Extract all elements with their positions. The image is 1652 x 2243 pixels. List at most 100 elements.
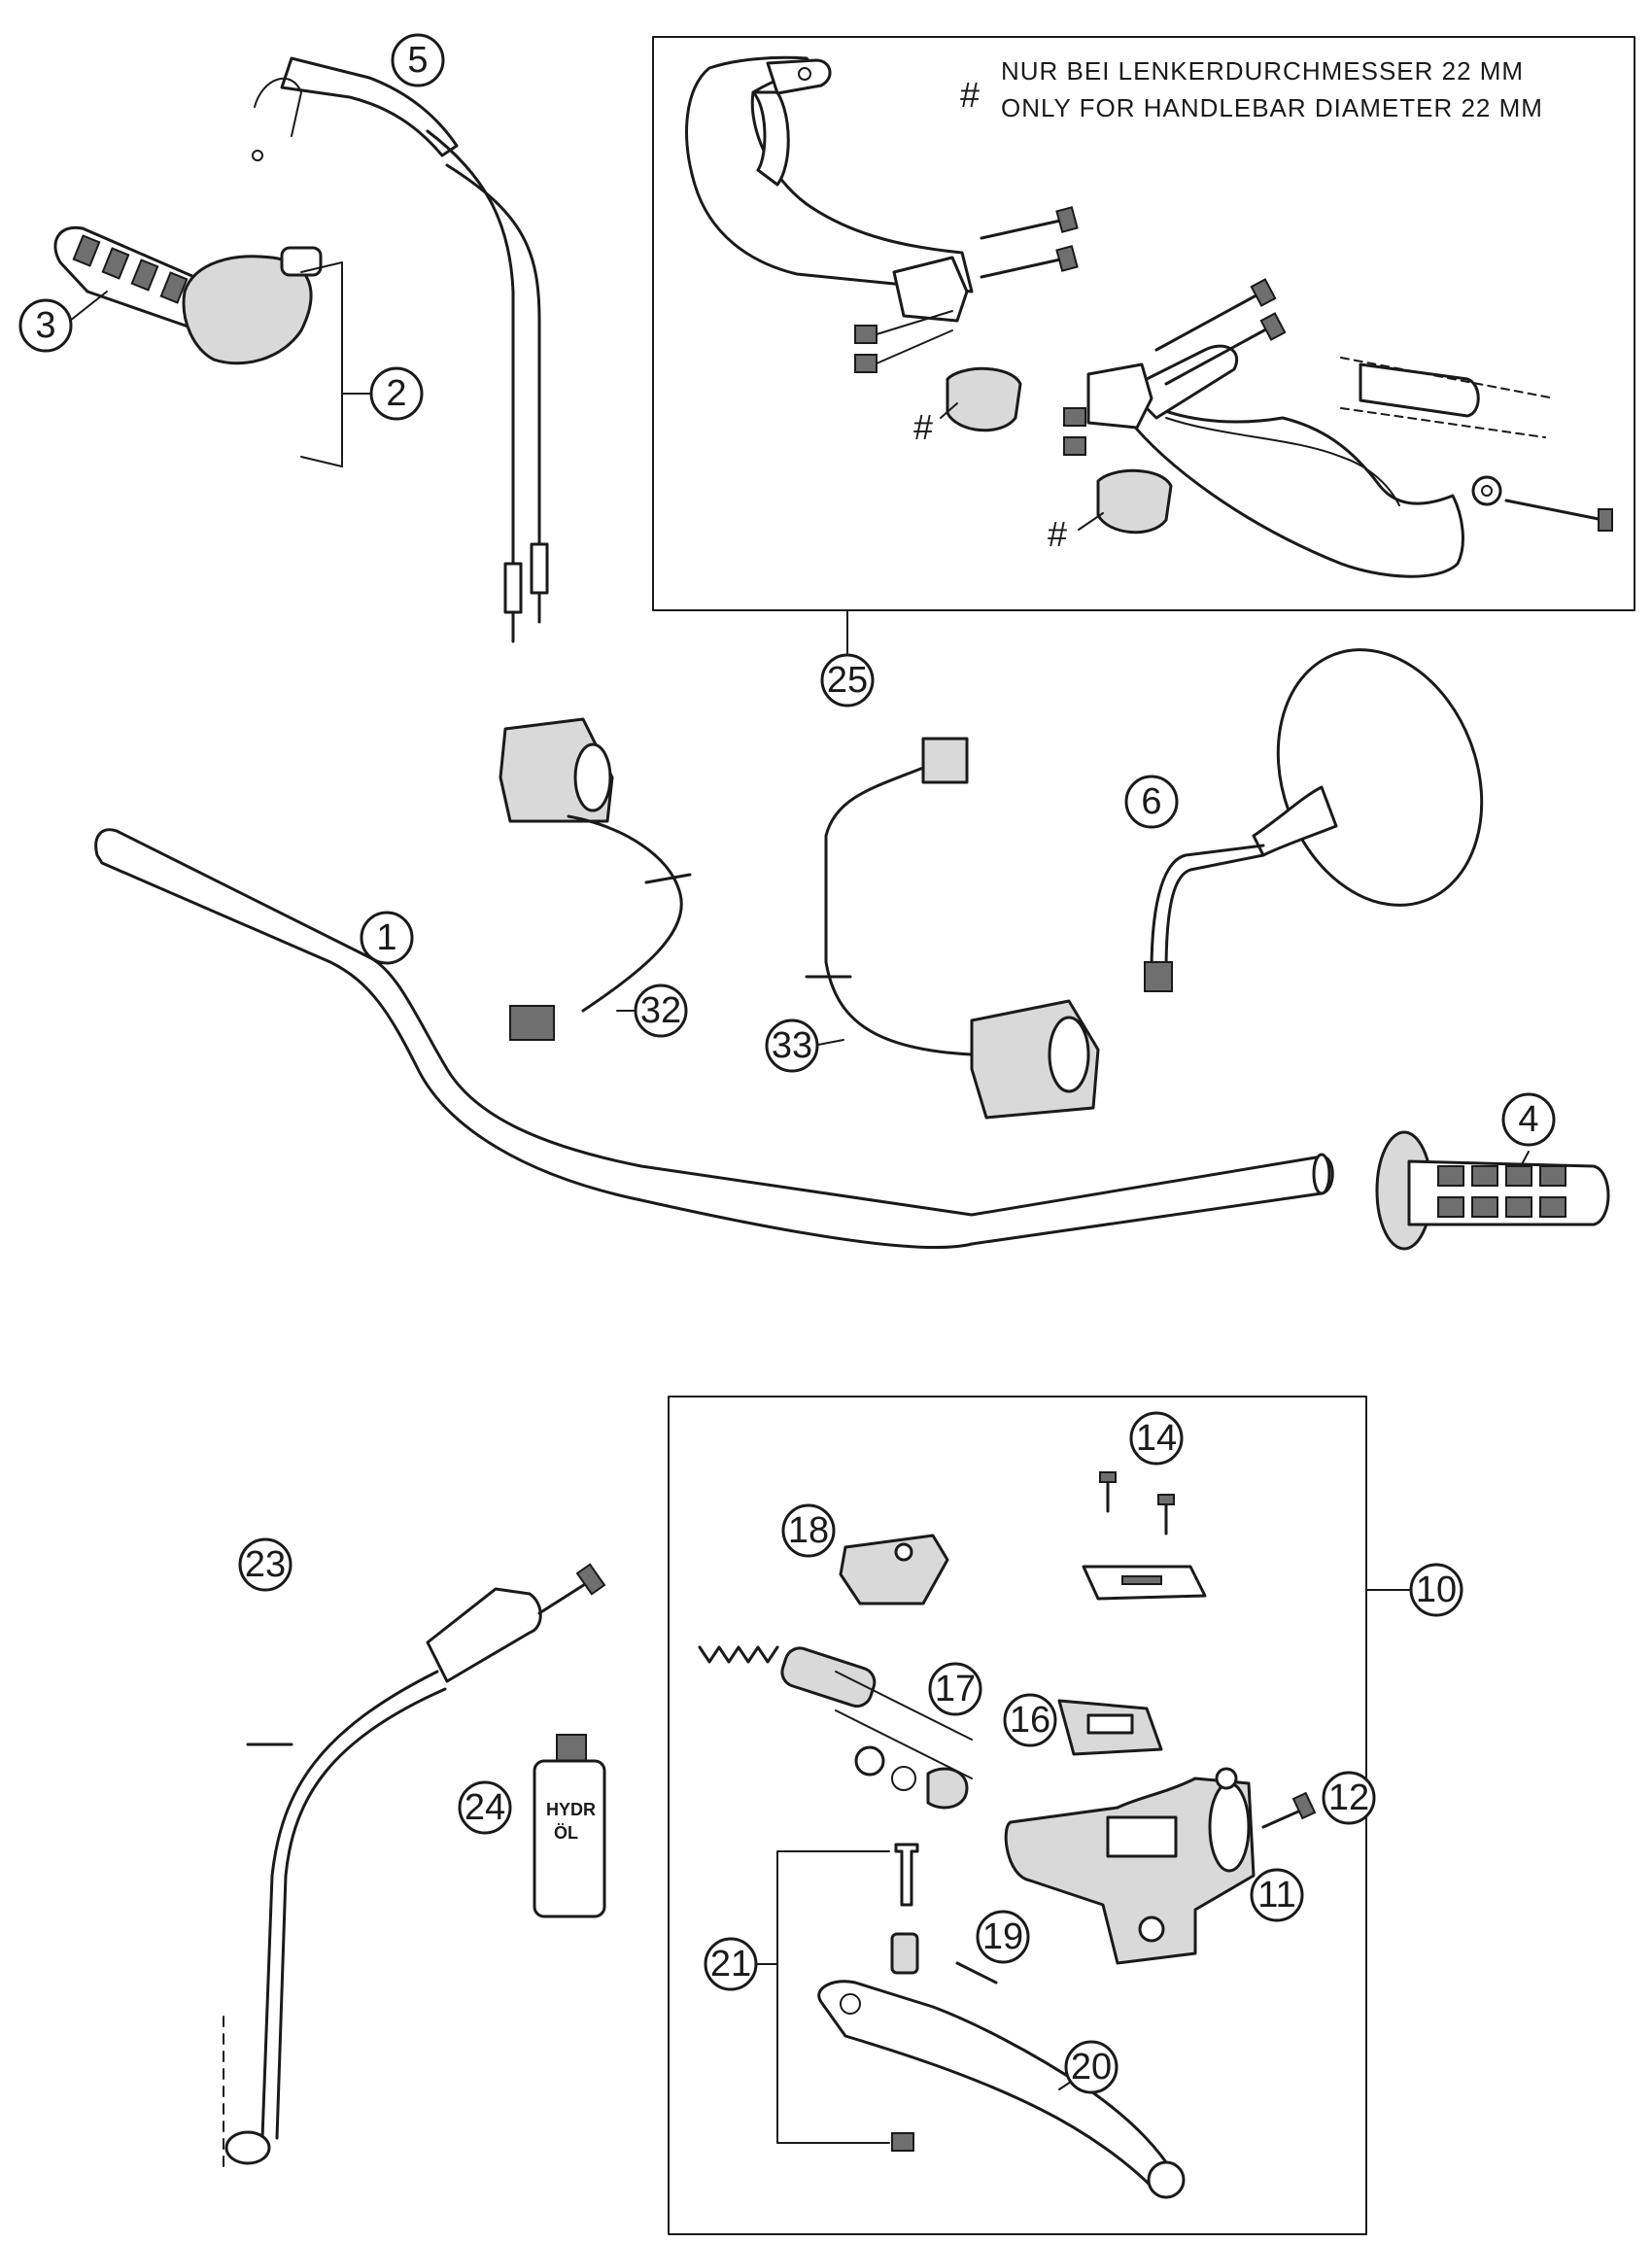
- throttle-cable-2: [445, 163, 541, 585]
- svg-text:18: 18: [788, 1510, 829, 1551]
- right-bolt-1: [1154, 290, 1265, 352]
- piston-guide-1: [835, 1671, 973, 1741]
- bar-end-dash-bottom: [1340, 407, 1546, 438]
- svg-text:17: 17: [935, 1669, 976, 1709]
- callout-12: 12: [1322, 1771, 1376, 1825]
- switch-33-connector: [921, 737, 969, 784]
- switch-32-bore: [573, 742, 612, 812]
- callout-23: 23: [238, 1537, 293, 1592]
- cover-screw-2-head: [1157, 1494, 1175, 1505]
- dust-boot: [926, 1767, 969, 1810]
- callout-32: 32: [634, 983, 688, 1038]
- clutch-hose-2: [275, 1687, 447, 2140]
- svg-text:14: 14: [1136, 1418, 1177, 1459]
- left-clamp: [892, 256, 969, 323]
- master-clamp-bore: [1208, 1781, 1251, 1873]
- callout-19: 19: [976, 1910, 1030, 1964]
- bar-end-dash-top: [1340, 357, 1556, 399]
- throttle-cable-housing: [280, 56, 459, 157]
- callout-10: 10: [1409, 1563, 1463, 1617]
- callout-33: 33: [765, 1018, 819, 1073]
- svg-text:20: 20: [1071, 2047, 1112, 2088]
- handguard-kit-group: # NUR BEI LENKERDURCHMESSER 22 MM ONLY F…: [652, 36, 1635, 654]
- reservoir-diaphragm-slot: [1086, 1713, 1134, 1735]
- switch-33-bore: [1048, 1016, 1090, 1093]
- bar-end-segment: [1359, 362, 1480, 418]
- right-bolt-2: [1164, 324, 1275, 386]
- clutch-hose-nipple-head: [575, 1563, 606, 1596]
- piston-seal-2: [891, 1766, 916, 1791]
- end-long-bolt-head: [1598, 508, 1613, 532]
- svg-text:12: 12: [1328, 1777, 1369, 1818]
- right-handguard-bracket: [1125, 344, 1239, 420]
- callout-3: 3: [18, 298, 73, 353]
- left-nut-line-2: [876, 329, 953, 364]
- right-adapter-leader: [1078, 512, 1104, 531]
- right-bolt-1-head: [1250, 278, 1277, 307]
- throttle-cable-group: [252, 56, 549, 643]
- callout-4: 4: [1501, 1092, 1556, 1147]
- throttle-grip-pattern: [72, 234, 189, 304]
- left-grip-group: [1375, 1130, 1610, 1251]
- left-handguard: [685, 55, 974, 293]
- switch-33-cable: [824, 766, 974, 1056]
- right-handguard: [1125, 401, 1464, 578]
- callout-21: 21: [704, 1937, 758, 1991]
- svg-text:16: 16: [1010, 1700, 1050, 1741]
- lever-clamp-hole: [894, 1542, 913, 1562]
- piston-guide-2: [835, 1709, 973, 1779]
- callout-1: 1: [360, 911, 414, 965]
- left-bolt-2: [980, 256, 1071, 279]
- callout-11: 11: [1250, 1868, 1304, 1922]
- pivot-bolt: [894, 1843, 919, 1907]
- mirror-stem-2: [1164, 853, 1265, 974]
- right-bolt-2-head: [1259, 312, 1287, 341]
- right-nut-1: [1063, 407, 1086, 427]
- left-bolt-1-head: [1055, 206, 1079, 233]
- svg-text:24: 24: [465, 1787, 505, 1828]
- right-nut-2: [1063, 436, 1086, 456]
- throttle-housing-knob: [280, 246, 323, 277]
- svg-text:6: 6: [1141, 781, 1161, 822]
- banjo-port: [1215, 1767, 1238, 1790]
- throttle-cable-1-adjuster: [503, 562, 523, 614]
- left-adapter-hash: #: [913, 407, 933, 447]
- throttle-grip-leader: [69, 291, 108, 322]
- left-nut-2: [854, 354, 878, 373]
- svg-text:33: 33: [772, 1025, 812, 1066]
- throttle-housing-separator-bottom: [300, 456, 343, 467]
- master-cylinder-kit-group: [668, 1396, 1410, 2235]
- clutch-lever: [817, 1980, 1178, 2189]
- right-adapter-sleeve: [1096, 468, 1173, 535]
- end-long-bolt: [1504, 499, 1605, 522]
- oil-bottle: [533, 1759, 606, 1918]
- piston-seal-1: [854, 1745, 885, 1777]
- pivot-nut: [891, 2132, 914, 2152]
- left-grip-leader: [1520, 1151, 1530, 1167]
- throttle-grip-group: [53, 225, 370, 467]
- left-adapter-sleeve: [946, 366, 1022, 432]
- svg-text:3: 3: [35, 305, 55, 346]
- hydraulic-oil-group: HYDR ÖL: [533, 1734, 606, 1918]
- mirror-neck: [1252, 785, 1338, 857]
- left-adapter-leader: [940, 402, 958, 419]
- switch-32-group: [499, 717, 692, 1041]
- end-washer: [1471, 475, 1502, 506]
- clutch-lever-tip: [1147, 2160, 1186, 2199]
- right-adapter-hash: #: [1048, 514, 1067, 554]
- right-handguard-inner: [1165, 417, 1400, 506]
- note-hash-symbol: #: [960, 75, 980, 115]
- throttle-cable-1: [426, 129, 515, 566]
- svg-text:11: 11: [1257, 1875, 1295, 1915]
- end-washer-hole: [1481, 485, 1493, 497]
- left-handguard-bracket: [751, 90, 790, 187]
- oil-bottle-label-2: ÖL: [554, 1823, 578, 1843]
- svg-text:4: 4: [1518, 1099, 1538, 1140]
- switch-32-connector: [509, 1005, 555, 1041]
- clutch-lever-pivot: [840, 1993, 861, 2015]
- throttle-cable-clip: [254, 77, 302, 137]
- mirror-stem: [1150, 844, 1265, 974]
- mirror-group: [1144, 648, 1484, 992]
- handguard-kit-frame: [652, 36, 1635, 611]
- svg-text:5: 5: [407, 40, 428, 81]
